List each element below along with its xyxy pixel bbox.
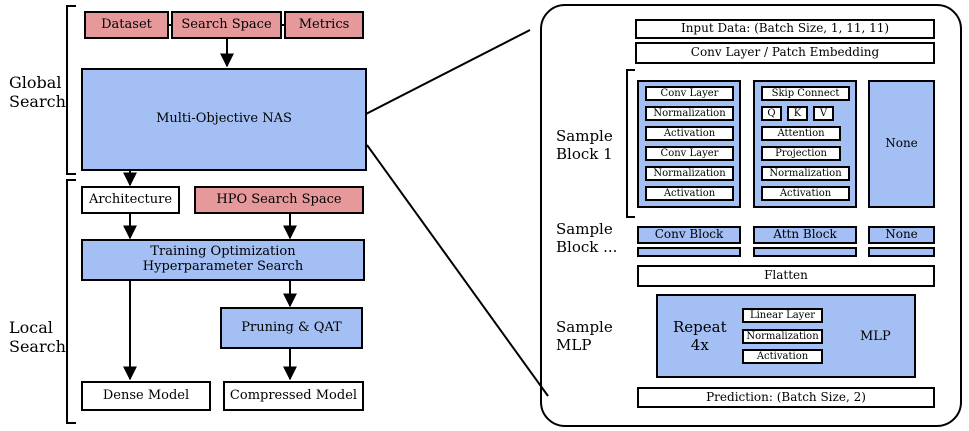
k-item: K	[787, 106, 808, 121]
pruning-qat-box: Pruning & QAT	[220, 307, 363, 349]
conv-layer-item: Conv Layer	[645, 146, 734, 161]
global-search-label: Global Search	[9, 73, 66, 112]
local-search-label: Local Search	[9, 318, 66, 357]
v-item: V	[813, 106, 834, 121]
conv-block-option: Conv Block	[637, 226, 741, 244]
mlp-block: Repeat 4x MLP Linear Layer Normalization…	[656, 294, 916, 378]
multi-objective-nas-box: Multi-Objective NAS	[81, 68, 367, 171]
detail-panel	[540, 4, 962, 427]
attention-item: Attention	[761, 126, 841, 141]
sample-block-1-label: Sample Block 1	[556, 127, 613, 163]
local-bracket	[66, 179, 76, 424]
prediction-box: Prediction: (Batch Size, 2)	[637, 387, 935, 408]
repeat-label: Repeat 4x	[673, 318, 727, 354]
architecture-box: Architecture	[81, 186, 180, 214]
attn-block-option-stack	[753, 247, 857, 257]
none-block-detail: None	[868, 80, 935, 208]
projection-item: Projection	[761, 146, 841, 161]
sample-mlp-label: Sample MLP	[556, 318, 613, 354]
normalization-item: Normalization	[761, 166, 850, 181]
attn-block-detail: Skip Connect Q K V Attention Projection …	[753, 80, 857, 208]
dense-model-box: Dense Model	[81, 381, 211, 411]
input-data-box: Input Data: (Batch Size, 1, 11, 11)	[635, 19, 935, 39]
conv-layer-item: Conv Layer	[645, 86, 734, 101]
normalization-item: Normalization	[645, 106, 734, 121]
activation-item: Activation	[645, 186, 734, 201]
hpo-search-space-box: HPO Search Space	[194, 186, 364, 214]
search-space-box: Search Space	[171, 11, 282, 39]
flatten-box: Flatten	[637, 265, 935, 287]
none-block-option-stack	[868, 247, 935, 257]
skip-connect-item: Skip Connect	[761, 86, 850, 101]
zoom-line-top	[363, 29, 531, 116]
activation-item: Activation	[645, 126, 734, 141]
block-bracket	[626, 69, 635, 218]
activation-item: Activation	[761, 186, 850, 201]
normalization-item: Normalization	[742, 329, 823, 344]
mlp-label: MLP	[860, 329, 891, 344]
sample-block-more-label: Sample Block ...	[556, 220, 618, 256]
global-bracket	[66, 5, 76, 175]
conv-block-detail: Conv Layer Normalization Activation Conv…	[637, 80, 741, 208]
compressed-model-box: Compressed Model	[223, 381, 364, 411]
none-block-option: None	[868, 226, 935, 244]
metrics-box: Metrics	[284, 11, 364, 39]
conv-block-option-stack	[637, 247, 741, 257]
training-optimization-box: Training Optimization Hyperparameter Sea…	[81, 239, 365, 281]
q-item: Q	[761, 106, 782, 121]
normalization-item: Normalization	[645, 166, 734, 181]
patch-embedding-box: Conv Layer / Patch Embedding	[635, 42, 935, 64]
activation-item: Activation	[742, 349, 823, 364]
attn-block-option: Attn Block	[753, 226, 857, 244]
zoom-line-bottom	[366, 144, 549, 397]
dataset-box: Dataset	[84, 11, 169, 39]
linear-layer-item: Linear Layer	[742, 308, 823, 323]
